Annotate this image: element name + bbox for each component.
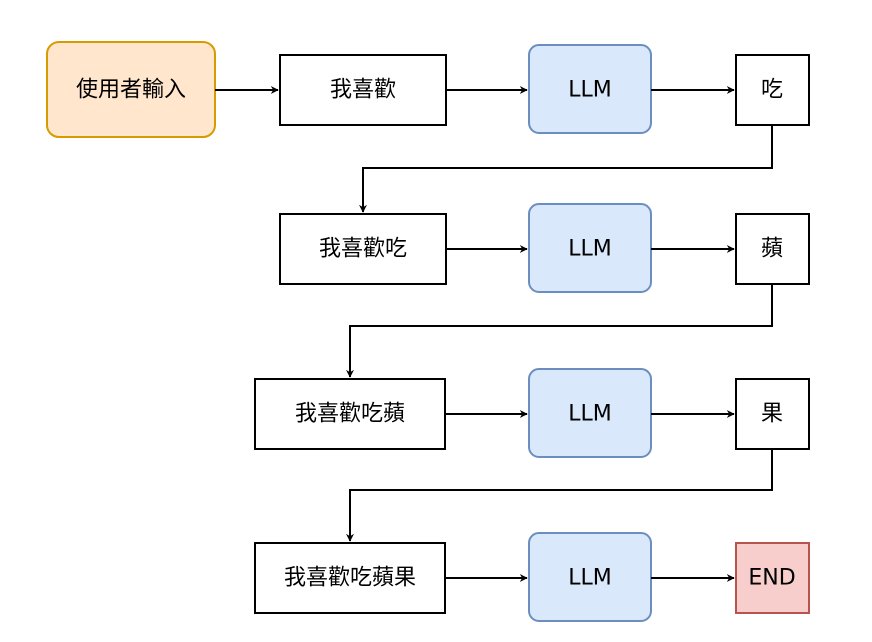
input-node-label: 使用者輸入 (76, 78, 186, 103)
end-node (735, 542, 810, 614)
llm-node-2-label: LLM (568, 237, 612, 262)
prompt-node-1 (279, 54, 447, 126)
llm-node-4-label: LLM (568, 566, 612, 591)
prompt-node-2-label: 我喜歡吃 (319, 237, 407, 262)
feedback-arrow-1 (359, 125, 773, 213)
llm-node-1-label: LLM (568, 78, 612, 103)
output-node-2-label: 蘋 (761, 237, 783, 262)
prompt-node-3-label: 我喜歡吃蘋 (295, 402, 405, 427)
prompt-node-1-label: 我喜歡 (330, 78, 396, 103)
output-node-3-label: 果 (761, 402, 783, 427)
output-node-1-label: 吃 (761, 78, 783, 103)
end-node-label: END (748, 566, 795, 591)
llm-node-3-label: LLM (568, 402, 612, 427)
output-node-1 (735, 54, 810, 126)
feedback-arrow-3 (346, 449, 773, 542)
prompt-node-4-label: 我喜歡吃蘋果 (284, 566, 416, 591)
feedback-arrow-2 (346, 284, 773, 378)
prompt-node-4 (254, 542, 446, 614)
prompt-node-3 (254, 378, 446, 450)
